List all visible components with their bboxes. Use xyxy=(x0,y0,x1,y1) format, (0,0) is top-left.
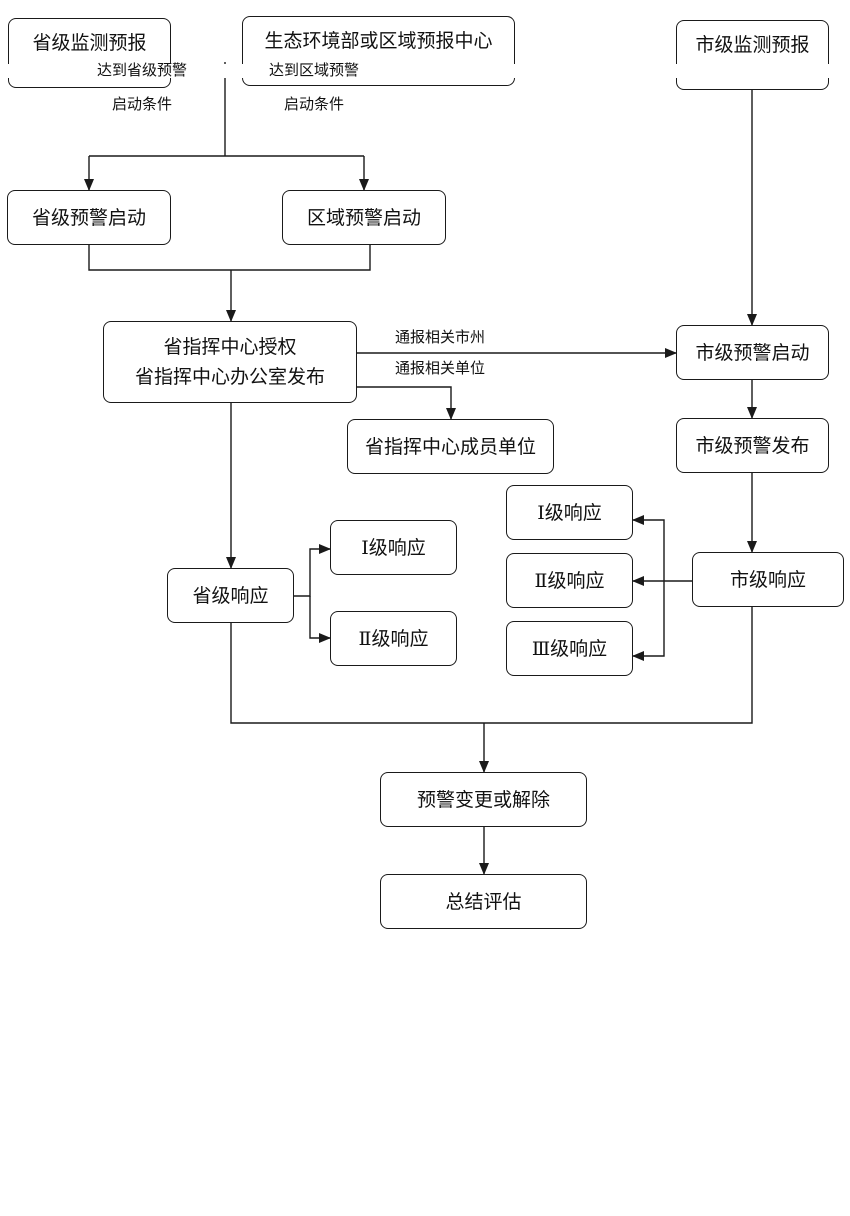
provincial-condition-line-2: 启动条件 xyxy=(111,95,172,113)
notify-units-label: 通报相关单位 xyxy=(395,359,486,377)
city-warning-start-label: 市级预警启动 xyxy=(695,341,810,364)
edge-bottom-merge xyxy=(230,607,753,724)
regional-warning-start-node: 区域预警启动 xyxy=(282,190,446,245)
provincial-hq-node: 省指挥中心授权 省指挥中心办公室发布 xyxy=(103,321,357,403)
provincial-warning-start-node: 省级预警启动 xyxy=(7,190,171,245)
city-level-2-node: Ⅱ级响应 xyxy=(506,553,633,608)
provincial-monitoring-label: 省级监测预报 xyxy=(32,32,147,54)
national-center-label: 生态环境部或区域预报中心 xyxy=(264,30,493,52)
edge-notify-units xyxy=(356,386,456,420)
city-warning-start-node: 市级预警启动 xyxy=(676,325,829,380)
city-level-2-label: Ⅱ级响应 xyxy=(534,569,605,592)
city-response-label: 市级响应 xyxy=(729,568,806,591)
edge-provincial-response-split-2 xyxy=(309,596,331,643)
regional-condition-line-1: 达到区域预警 xyxy=(268,61,359,79)
summary-evaluation-label: 总结评估 xyxy=(445,890,522,913)
provincial-level-1-node: Ⅰ级响应 xyxy=(330,520,457,575)
city-monitoring-node: 市级监测预报 xyxy=(676,20,829,90)
hq-member-units-node: 省指挥中心成员单位 xyxy=(347,419,554,474)
regional-condition-line-2: 启动条件 xyxy=(283,95,344,113)
warning-change-or-lift-label: 预警变更或解除 xyxy=(416,788,550,811)
edge-merge-warnings xyxy=(88,245,371,271)
city-monitoring-label: 市级监测预报 xyxy=(695,34,810,56)
provincial-level-2-label: Ⅱ级响应 xyxy=(358,627,429,650)
edge-city-level-bracket-2 xyxy=(632,581,665,661)
provincial-level-2-node: Ⅱ级响应 xyxy=(330,611,457,666)
provincial-response-node: 省级响应 xyxy=(167,568,294,623)
notify-cities-label: 通报相关市州 xyxy=(395,328,486,346)
summary-evaluation-node: 总结评估 xyxy=(380,874,587,929)
city-level-1-label: Ⅰ级响应 xyxy=(537,501,602,524)
edge-provincial-response-split xyxy=(294,544,331,597)
hq-authorize-label: 省指挥中心授权 xyxy=(163,336,297,358)
provincial-warning-start-label: 省级预警启动 xyxy=(31,206,146,229)
provincial-condition-line-1: 达到省级预警 xyxy=(96,61,187,79)
city-level-1-node: Ⅰ级响应 xyxy=(506,485,633,540)
warning-change-or-lift-node: 预警变更或解除 xyxy=(380,772,587,827)
city-level-3-label: Ⅲ级响应 xyxy=(531,637,608,660)
edge-city-level-bracket xyxy=(632,515,665,581)
provincial-response-label: 省级响应 xyxy=(192,584,269,607)
city-level-3-node: Ⅲ级响应 xyxy=(506,621,633,676)
provincial-condition-label: 达到省级预警 启动条件 xyxy=(82,58,202,116)
provincial-level-1-label: Ⅰ级响应 xyxy=(361,536,426,559)
crop-band xyxy=(0,64,850,78)
regional-warning-start-label: 区域预警启动 xyxy=(306,206,421,229)
city-warning-release-node: 市级预警发布 xyxy=(676,418,829,473)
city-warning-release-label: 市级预警发布 xyxy=(695,434,810,457)
regional-condition-label: 达到区域预警 启动条件 xyxy=(254,58,374,116)
city-response-node: 市级响应 xyxy=(692,552,844,607)
hq-member-units-label: 省指挥中心成员单位 xyxy=(364,435,536,458)
hq-office-release-label: 省指挥中心办公室发布 xyxy=(134,366,325,388)
